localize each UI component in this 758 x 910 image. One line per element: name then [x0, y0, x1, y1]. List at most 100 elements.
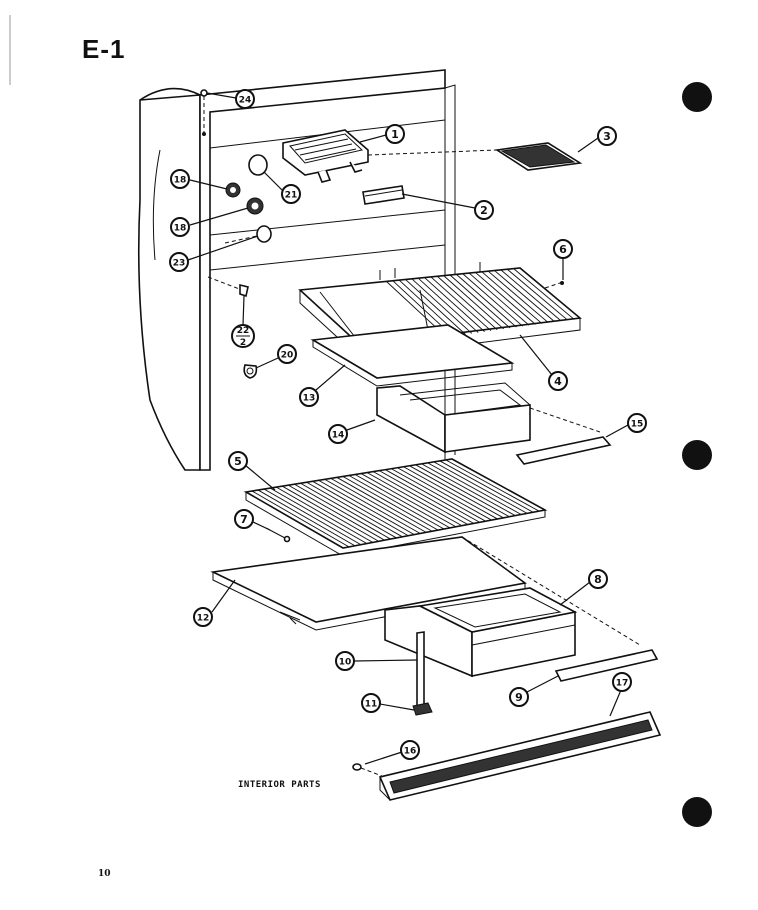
part-20-clip [243, 364, 258, 379]
binder-hole-middle [682, 440, 712, 470]
shelf-wire [354, 474, 451, 529]
svg-text:22: 22 [237, 326, 250, 336]
shelf-wire [282, 485, 379, 542]
svg-text:12: 12 [197, 614, 210, 624]
shelf-wire [306, 481, 403, 538]
callout-14: 14 [328, 424, 348, 444]
section-label: E-1 [82, 34, 126, 64]
part-10-support-leg [416, 631, 425, 707]
part-22-bracket [207, 276, 249, 298]
shelf-wire [360, 473, 457, 528]
shelf-wire [336, 477, 433, 532]
shelf-wire [462, 273, 524, 327]
shelf-wire [500, 269, 562, 322]
callout-8: 8 [588, 569, 608, 589]
callout-12: 12 [193, 607, 213, 627]
shelf-wire [513, 268, 574, 320]
callout-1: 1 [385, 124, 405, 144]
callout-23: 23 [169, 252, 189, 272]
callout-5: 5 [228, 451, 248, 471]
svg-text:5: 5 [234, 455, 242, 468]
callout-20: 20 [277, 344, 297, 364]
callout-3: 3 [597, 126, 617, 146]
part-5-wire-shelf [243, 458, 548, 557]
svg-text:16: 16 [404, 747, 417, 757]
part-11-foot [412, 702, 433, 716]
callout-16: 16 [400, 740, 420, 760]
shelf-wire [456, 274, 517, 328]
callout-13: 13 [299, 387, 319, 407]
svg-text:14: 14 [332, 431, 345, 441]
callout-11: 11 [361, 693, 381, 713]
part-17-kickplate [378, 711, 662, 801]
shelf-wire [294, 483, 391, 540]
callout-21: 21 [281, 184, 301, 204]
part-21-knob [248, 154, 268, 176]
shelf-wire [405, 279, 466, 335]
callout-22: 22 2 [231, 324, 255, 348]
shelf-wire [288, 484, 385, 541]
shelf-wire [468, 272, 530, 326]
part-8-crisper-drawer [384, 587, 578, 678]
part-18-switch-a [225, 182, 241, 198]
shelf-wire [433, 461, 528, 514]
callout-4: 4 [548, 371, 568, 391]
svg-text:4: 4 [554, 375, 562, 388]
svg-text:20: 20 [281, 351, 294, 361]
shelf-wire [430, 276, 492, 332]
shelf-wire [257, 489, 356, 547]
part-9-drawer-rail [554, 649, 659, 682]
part-13-crisper-cover [310, 324, 515, 387]
shelf-wire [397, 467, 492, 521]
shelf-wire [427, 462, 522, 515]
svg-text:10: 10 [339, 658, 352, 668]
svg-text:18: 18 [174, 224, 187, 234]
shelf-wire [251, 490, 350, 548]
part-16-clip [352, 763, 383, 777]
diagram-caption: INTERIOR PARTS [238, 780, 321, 790]
shelf-wire [300, 482, 397, 539]
part-2-light-shield [362, 185, 405, 205]
shelf-wire [276, 486, 373, 543]
callout-18b: 18 [170, 217, 190, 237]
svg-text:9: 9 [515, 691, 523, 704]
part-1-control-housing [282, 129, 369, 183]
shelf-wire [445, 459, 540, 512]
shelf-wire [439, 460, 534, 513]
part-15-drawer-rail [515, 436, 612, 465]
shelf-wire [379, 470, 474, 524]
svg-text:11: 11 [365, 700, 378, 710]
shelf-wire [494, 270, 555, 322]
shelf-wire [403, 466, 498, 520]
part-12-glass-shelf [210, 536, 641, 646]
shelf-wire [411, 278, 473, 334]
svg-text:15: 15 [631, 420, 644, 430]
leader-lines [187, 92, 629, 765]
callout-24: 24 [235, 89, 255, 109]
svg-text:21: 21 [285, 191, 298, 201]
shelf-wire [385, 469, 480, 523]
page-number: 10 [98, 869, 111, 879]
svg-text:1: 1 [391, 128, 399, 141]
part-24-screw [200, 89, 208, 136]
shelf-wire [366, 472, 463, 527]
shelf-wire [424, 277, 485, 332]
callout-10: 10 [335, 651, 355, 671]
shelf-wire [330, 478, 427, 533]
svg-text:7: 7 [240, 513, 248, 526]
svg-text:24: 24 [239, 96, 252, 106]
shelf-wire [415, 464, 510, 518]
shelf-wire [421, 463, 516, 516]
shelf-wire [409, 465, 504, 519]
binder-hole-bottom [682, 797, 712, 827]
svg-text:2: 2 [480, 204, 488, 217]
svg-text:8: 8 [594, 573, 602, 586]
shelf-wire [449, 274, 511, 329]
callouts: 24 1 3 2 21 18 18 23 22 2 20 6 4 13 14 1… [169, 89, 647, 760]
part-23-socket [224, 225, 272, 244]
callout-17: 17 [612, 672, 632, 692]
part-3-grille [367, 142, 583, 171]
shelf-wire [373, 471, 468, 525]
shelf-wire [348, 475, 445, 530]
